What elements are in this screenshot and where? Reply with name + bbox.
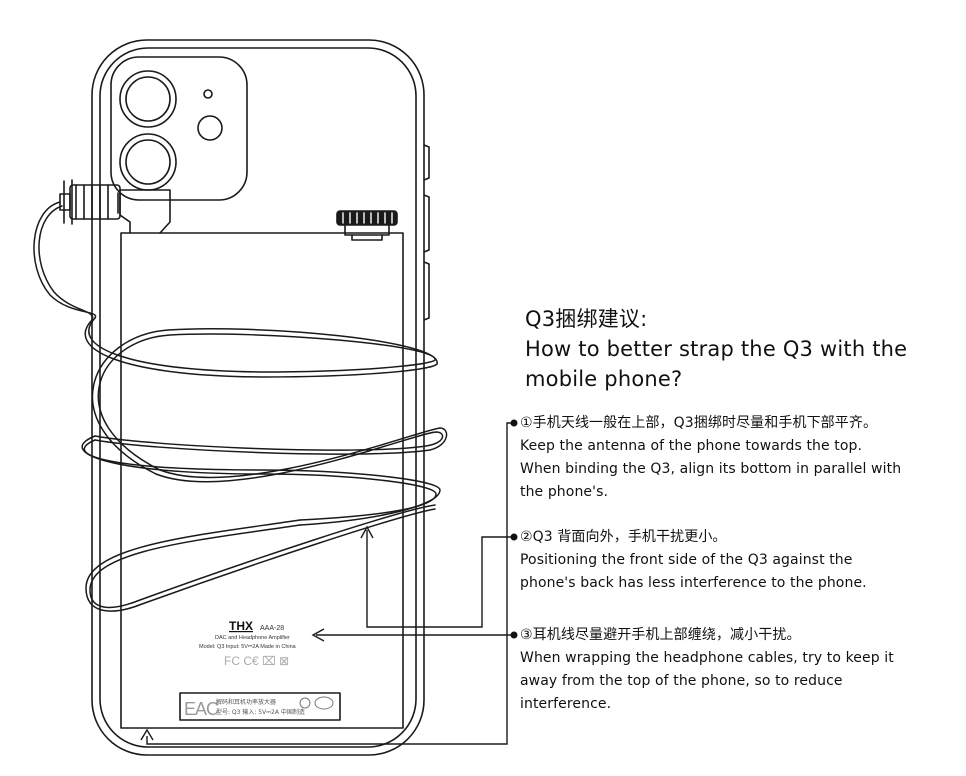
- q3-amplifier-body: [120, 232, 404, 729]
- note-3: ③耳机线尽量避开手机上部缠绕，减小干扰。 When wrapping the h…: [520, 624, 960, 716]
- note-1-en-line-2: When binding the Q3, align its bottom in…: [520, 461, 902, 477]
- bullet-note-3: [510, 631, 518, 639]
- connector-note-1: [146, 422, 513, 745]
- cn-model-input: 型号: Q3 输入: 5V⎓2A 中国制造: [216, 708, 305, 716]
- cert-marks: FC C€ ⌧ ⊠: [224, 654, 289, 668]
- cn-product-name: 解码和耳机功率放大器: [216, 698, 276, 706]
- note-3-en-line-2: away from the top of the phone, so to re…: [520, 673, 843, 689]
- heading-en-line-1: How to better strap the Q3 with the: [525, 337, 908, 361]
- eac-mark: EAC: [184, 699, 219, 719]
- note-2-cn: ②Q3 背面向外，手机干扰更小。: [520, 529, 727, 545]
- note-1-en-line-3: the phone's.: [520, 484, 609, 500]
- arrow-head-3: [311, 628, 325, 642]
- note-2-en-line-2: phone's back has less interference to th…: [520, 575, 867, 591]
- eac-label-box: [179, 692, 341, 721]
- headphone-cable: [33, 201, 448, 612]
- heading: Q3捆绑建议: How to better strap the Q3 with …: [525, 304, 945, 394]
- heading-en-line-2: mobile phone?: [525, 367, 683, 391]
- product-name: DAC and Headphone Amplifier: [215, 635, 290, 641]
- model-code: AAA-28: [260, 625, 284, 632]
- note-1-en-line-1: Keep the antenna of the phone towards th…: [520, 438, 863, 454]
- cable-plug: [59, 179, 171, 234]
- heading-cn: Q3捆绑建议:: [525, 307, 648, 331]
- bullet-note-1: [510, 419, 518, 427]
- bullet-note-2: [510, 533, 518, 541]
- note-2-en-line-1: Positioning the front side of the Q3 aga…: [520, 552, 853, 568]
- volume-knob: [336, 210, 398, 241]
- arrow-head-1: [140, 728, 154, 741]
- model-input: Model: Q3 Input: 5V⎓2A Made in China: [199, 644, 297, 650]
- arrow-head-2: [360, 525, 374, 539]
- thx-logo: THX: [229, 619, 253, 633]
- note-3-en-line-1: When wrapping the headphone cables, try …: [520, 650, 894, 666]
- note-2: ②Q3 背面向外，手机干扰更小。 Positioning the front s…: [520, 526, 960, 595]
- note-3-en-line-3: interference.: [520, 696, 612, 712]
- note-1-cn: ①手机天线一般在上部，Q3捆绑时尽量和手机下部平齐。: [520, 415, 878, 431]
- connector-note-2: [366, 530, 513, 628]
- note-1: ①手机天线一般在上部，Q3捆绑时尽量和手机下部平齐。 Keep the ante…: [520, 412, 960, 504]
- device-label: THX AAA-28 DAC and Headphone Amplifier M…: [184, 619, 334, 719]
- note-3-cn: ③耳机线尽量避开手机上部缠绕，减小干扰。: [520, 627, 801, 643]
- camera-module: [110, 56, 248, 201]
